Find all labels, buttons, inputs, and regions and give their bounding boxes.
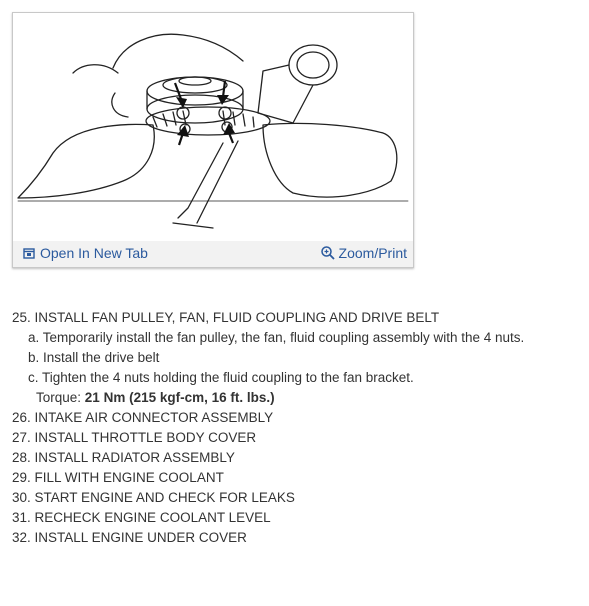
step-text: INSTALL THROTTLE BODY COVER <box>34 430 257 445</box>
step-number: 27. <box>12 430 31 445</box>
open-tab-icon <box>23 247 35 259</box>
step-number: 32. <box>12 530 31 545</box>
step-text: FILL WITH ENGINE COOLANT <box>34 470 224 485</box>
step-number: 30. <box>12 490 31 505</box>
substep-text: Install the drive belt <box>43 350 160 365</box>
procedure-steps: 25. INSTALL FAN PULLEY, FAN, FLUID COUPL… <box>12 308 582 548</box>
step-text: INSTALL ENGINE UNDER COVER <box>34 530 247 545</box>
step-27: 27. INSTALL THROTTLE BODY COVER <box>12 428 582 448</box>
substep-text: Temporarily install the fan pulley, the … <box>42 330 525 345</box>
step-number: 25. <box>12 310 31 325</box>
step-text: INTAKE AIR CONNECTOR ASSEMBLY <box>34 410 274 425</box>
step-text: INSTALL RADIATOR ASSEMBLY <box>34 450 235 465</box>
step-32: 32. INSTALL ENGINE UNDER COVER <box>12 528 582 548</box>
step-text: START ENGINE AND CHECK FOR LEAKS <box>34 490 295 505</box>
substep-text: Tighten the 4 nuts holding the fluid cou… <box>42 370 414 385</box>
zoom-icon <box>320 246 335 260</box>
substep-letter: b. <box>28 350 40 365</box>
open-in-new-tab-link[interactable]: Open In New Tab <box>23 245 148 261</box>
torque-value: 21 Nm (215 kgf-cm, 16 ft. lbs.) <box>84 390 275 405</box>
open-in-new-tab-label: Open In New Tab <box>40 245 148 261</box>
step-number: 26. <box>12 410 31 425</box>
step-number: 28. <box>12 450 31 465</box>
torque-spec: Torque: 21 Nm (215 kgf-cm, 16 ft. lbs.) <box>12 388 582 408</box>
substep-letter: a. <box>28 330 40 345</box>
torque-label: Torque: <box>36 390 82 405</box>
step-31: 31. RECHECK ENGINE COOLANT LEVEL <box>12 508 582 528</box>
step-25: 25. INSTALL FAN PULLEY, FAN, FLUID COUPL… <box>12 308 582 328</box>
step-28: 28. INSTALL RADIATOR ASSEMBLY <box>12 448 582 468</box>
step-30: 30. START ENGINE AND CHECK FOR LEAKS <box>12 488 582 508</box>
figure-frame: Open In New Tab Zoom/Print <box>12 12 414 268</box>
zoom-print-link[interactable]: Zoom/Print <box>320 245 407 261</box>
step-text: INSTALL FAN PULLEY, FAN, FLUID COUPLING … <box>34 310 440 325</box>
substep-b: b. Install the drive belt <box>12 348 582 368</box>
step-number: 31. <box>12 510 31 525</box>
figure-toolbar: Open In New Tab Zoom/Print <box>13 241 413 267</box>
step-number: 29. <box>12 470 31 485</box>
substep-c: c. Tighten the 4 nuts holding the fluid … <box>12 368 582 388</box>
step-29: 29. FILL WITH ENGINE COOLANT <box>12 468 582 488</box>
substep-a: a. Temporarily install the fan pulley, t… <box>12 328 582 348</box>
substep-letter: c. <box>28 370 39 385</box>
step-text: RECHECK ENGINE COOLANT LEVEL <box>34 510 271 525</box>
step-26: 26. INTAKE AIR CONNECTOR ASSEMBLY <box>12 408 582 428</box>
zoom-print-label: Zoom/Print <box>338 245 407 261</box>
fan-assembly-illustration[interactable] <box>13 13 413 241</box>
